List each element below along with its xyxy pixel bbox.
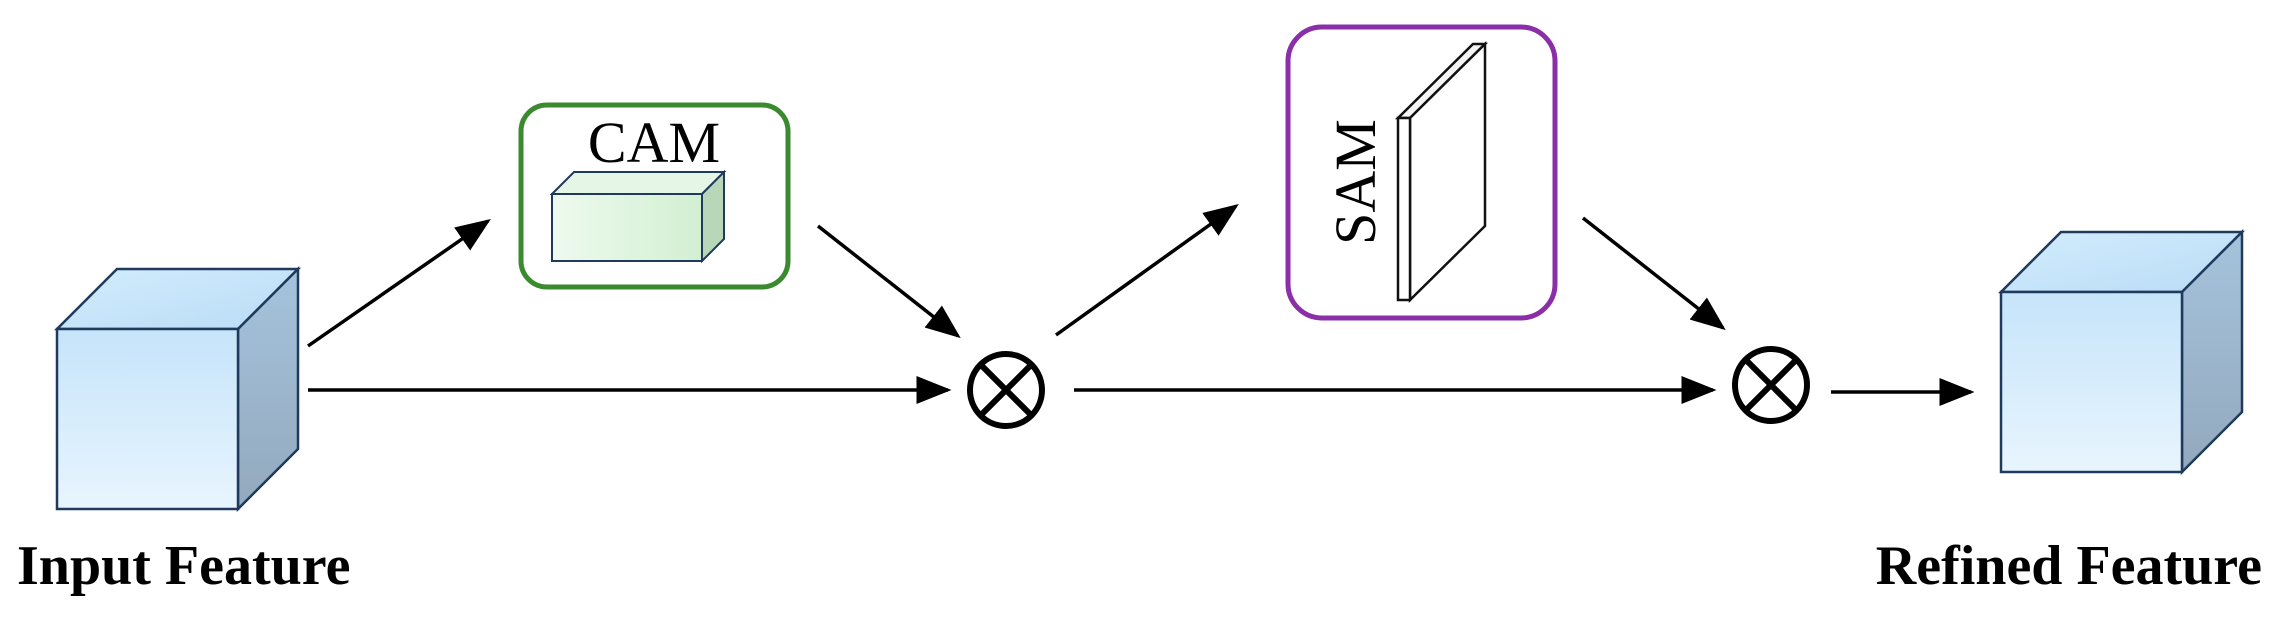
arrow-sam-to-multiply-2 [1581,216,1726,331]
arrow-input-to-cam [307,219,491,348]
refined-feature-label: Refined Feature [1876,535,2262,597]
cam-module: CAM [518,102,791,290]
input-feature-label: Input Feature [17,535,350,597]
multiply-operator-1 [967,351,1045,429]
refined-feature-cube [1997,228,2246,476]
cam-block-icon [549,169,727,264]
arrow-multiply-1-to-sam [1054,203,1239,337]
arrow-cam-to-multiply-1 [816,224,961,339]
input-feature-cube [53,265,302,513]
sam-module: SAM [1285,24,1558,321]
cam-label: CAM [588,110,720,175]
multiply-operator-2 [1732,346,1810,424]
arrows [307,203,1975,406]
sam-label: SAM [1323,119,1388,245]
sam-plane-icon [1394,41,1489,303]
